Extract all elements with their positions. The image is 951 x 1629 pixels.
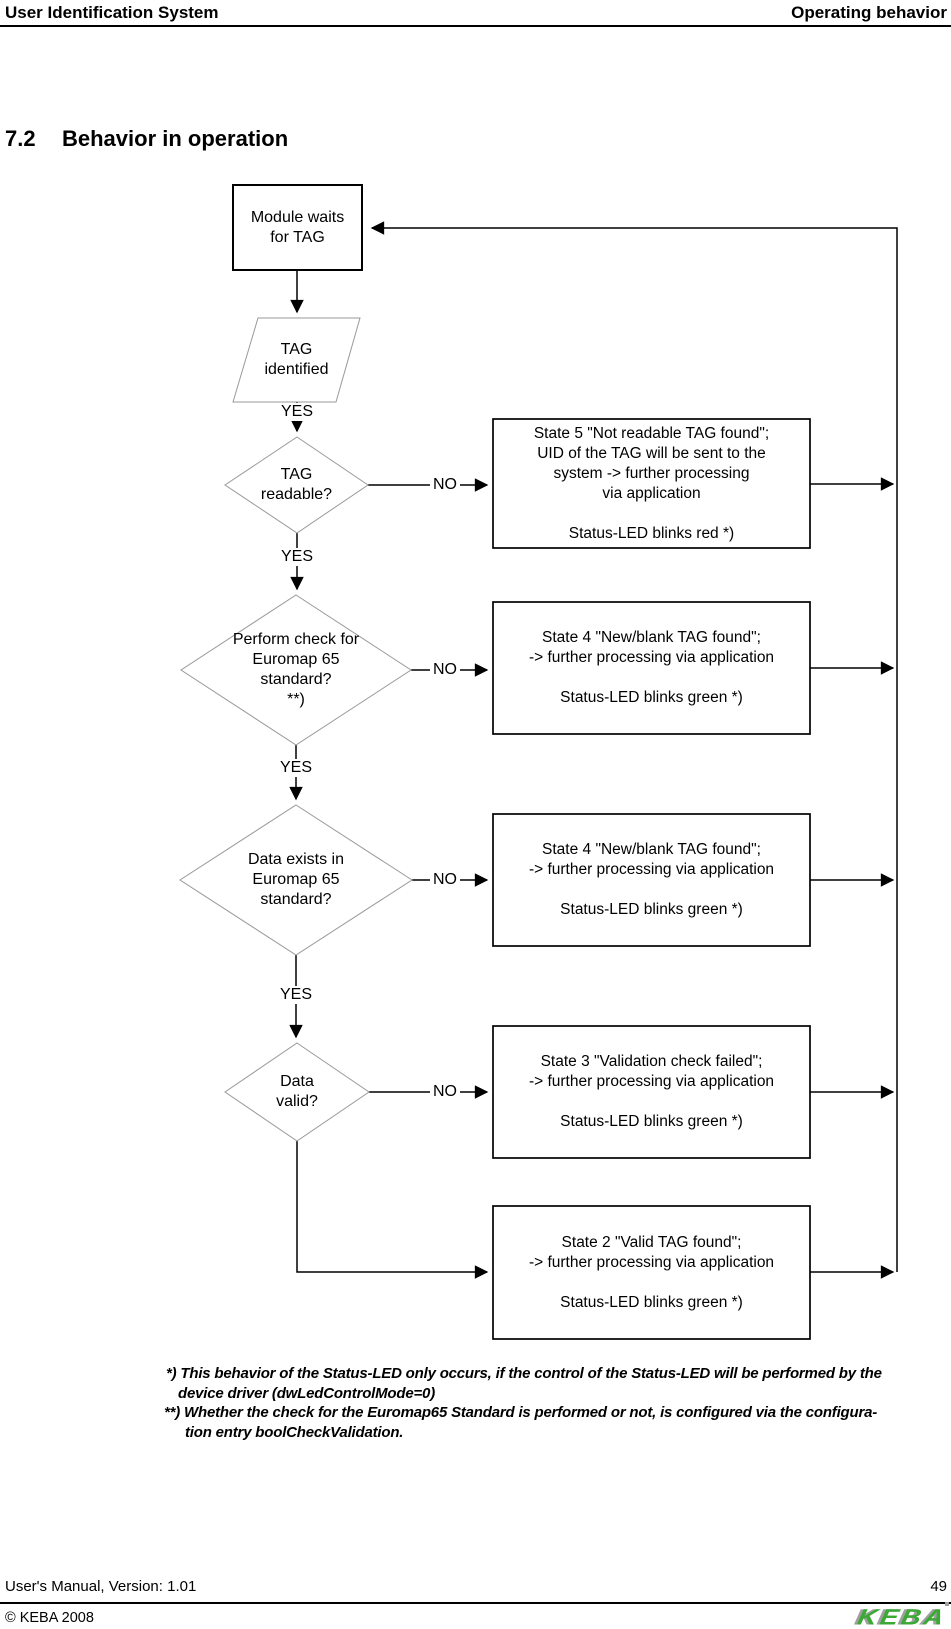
section-title: Behavior in operation <box>62 126 289 151</box>
state-box-3: State 3 "Validation check failed"; -> fu… <box>528 1053 775 1130</box>
keba-logo: KEBA <box>856 1602 950 1629</box>
footer-manual-version: User's Manual, Version: 1.01 <box>5 1578 197 1595</box>
state-box-5: State 5 "Not readable TAG found"; UID of… <box>533 424 770 542</box>
footnote-line: tion entry boolCheckValidation. <box>185 1423 404 1441</box>
yes-label-1: YES <box>277 403 317 421</box>
footnotes: *) This behavior of the Status-LED only … <box>164 1364 906 1442</box>
section-number: 7.2 <box>5 126 36 151</box>
no-label-4: NO <box>430 1083 460 1101</box>
decision-data-valid: Data valid? <box>276 1073 318 1110</box>
flow-start-node: Module waits for TAG <box>250 208 345 246</box>
footnote-line: **) Whether the check for the Euromap65 … <box>164 1404 878 1421</box>
state-box-4a: State 4 "New/blank TAG found"; -> furthe… <box>528 629 775 706</box>
no-label-3: NO <box>430 871 460 889</box>
state-box-2: State 2 "Valid TAG found"; -> further pr… <box>528 1233 775 1311</box>
no-label-1: NO <box>430 476 460 494</box>
header-right-title: Operating behavior <box>791 3 947 22</box>
footer-page-number: 49 <box>930 1578 947 1595</box>
yes-label-4: YES <box>276 986 316 1004</box>
decision-tag-readable: TAG readable? <box>260 466 333 503</box>
yes-label-3: YES <box>276 759 316 777</box>
yes-label-2: YES <box>277 548 317 566</box>
footnote-line: device driver (dwLedControlMode=0) <box>178 1384 435 1402</box>
header-rule <box>0 25 951 27</box>
footnote-line: *) This behavior of the Status-LED only … <box>166 1365 882 1382</box>
section-heading: 7.2 Behavior in operation <box>5 126 288 152</box>
flow-io-tag-identified: TAG identified <box>264 341 329 378</box>
state-box-4b: State 4 "New/blank TAG found"; -> furthe… <box>528 841 775 918</box>
trademark-mark-icon <box>945 1602 949 1606</box>
no-label-2: NO <box>430 661 460 679</box>
header-left-title: User Identification System <box>5 3 219 22</box>
decision-perform-check: Perform check for Euromap 65 standard? *… <box>232 631 360 708</box>
footer-rule <box>0 1602 951 1604</box>
footer-copyright: © KEBA 2008 <box>5 1610 94 1626</box>
decision-data-exists: Data exists in Euromap 65 standard? <box>247 851 345 908</box>
keba-logo-text: KEBA <box>855 1604 950 1629</box>
